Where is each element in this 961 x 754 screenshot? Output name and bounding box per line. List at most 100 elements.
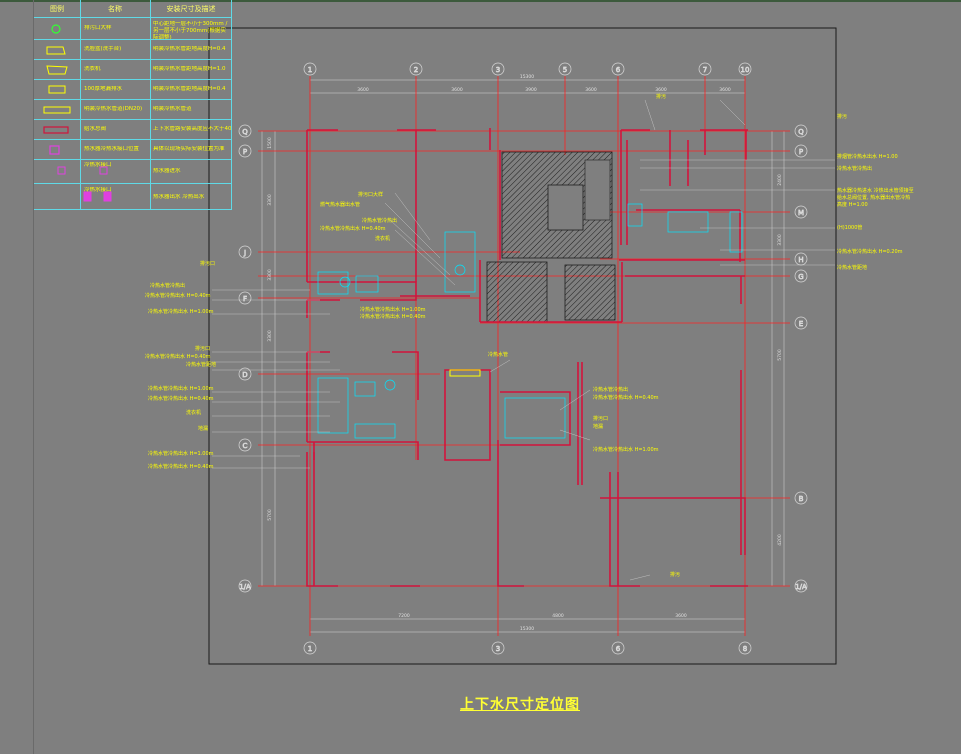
legend-row-1: 洗脸盆(洗手台) 明装冷热水管距地高度H=0.4 [34, 39, 232, 60]
outlet-pair-icon [83, 191, 112, 202]
grid-bubble-top-7: 7 [698, 62, 712, 76]
dim-bottom-1: 4800 [552, 613, 564, 619]
svg-text:8: 8 [743, 645, 747, 653]
ann-left-lower-4: 冷热水管冷热出水 H=0.40m [148, 395, 214, 402]
grid-bubble-bottom-6: 6 [611, 641, 625, 655]
ann-left-lower-6: 地漏 [198, 425, 208, 432]
ann-center-left-0: 冷热水管冷热出 [362, 217, 397, 224]
ann-left-upper-1: 冷热水管冷热出 [150, 282, 185, 289]
svg-text:G: G [798, 273, 803, 281]
svg-text:7: 7 [703, 66, 707, 74]
grid-bubble-bottom-1: 1 [303, 641, 317, 655]
legend-row-2: 洗衣机 明装冷热水管距地高度H=1.0 [34, 59, 232, 80]
dim-top-4: 3600 [655, 87, 667, 93]
svg-text:3: 3 [496, 66, 500, 74]
ann-right-3: 热水器冷热进水 冷热出水管须接至 [837, 187, 914, 194]
ann-misc-2: 排污 [670, 571, 680, 578]
ann-center-left-4: 冷热水管冷热出水 H=0.40m [360, 313, 426, 320]
svg-text:1/A: 1/A [795, 583, 807, 591]
floor-drain-icon [48, 85, 66, 94]
legend-row-3: 100厚地漏排水 明装冷热水管距地高度H=0.4 [34, 79, 232, 100]
walls [306, 128, 748, 587]
grid-bubble-top-2: 2 [409, 62, 423, 76]
pipe-icon [43, 106, 71, 114]
ann-center-lower-1: 冷热水管冷热出水 H=0.40m [593, 394, 659, 401]
dim-top-0: 3600 [357, 87, 369, 93]
grid-bubble-right-G: G [794, 269, 808, 283]
dim-right-2: 5700 [777, 349, 783, 361]
grid-bubble-left-F: F [238, 291, 252, 305]
svg-text:3: 3 [496, 645, 500, 653]
dim-left-0: 1500 [267, 137, 273, 149]
ann-misc-1: 冷热水管 [488, 351, 508, 358]
ann-left-lower-5: 洗衣机 [186, 409, 201, 416]
grid-bubble-top-3: 3 [491, 62, 505, 76]
legend-row-7: 热水器进水 冷热水接口 [34, 159, 232, 184]
ann-right-6: (H)1000管 [837, 224, 862, 231]
ann-right-7: 冷热水管冷热出水 H=0.20m [837, 248, 903, 255]
svg-text:F: F [243, 295, 247, 303]
svg-text:6: 6 [616, 645, 621, 653]
left-border-line [33, 0, 34, 754]
grid-bubble-left-J: J [238, 245, 252, 259]
dim-right-3: 4200 [777, 534, 783, 546]
grid-bubble-top-1: 1 [303, 62, 317, 76]
dim-left-2: 3300 [267, 269, 273, 281]
dim-left-1: 3300 [267, 194, 273, 206]
annotations: 排污口大样 燃气热水器出水管 冷热水管冷热出 冷热水管冷热出水 H=0.40m … [145, 93, 914, 578]
dim-bottom-total: 15300 [520, 626, 534, 632]
grid-bubble-right-M: M [794, 205, 808, 219]
ann-center-left-3: 冷热水管冷热出水 H=1.00m [360, 306, 426, 313]
dim-top-1: 3600 [451, 87, 463, 93]
dim-bottom-2: 3600 [675, 613, 687, 619]
svg-text:10: 10 [741, 66, 750, 74]
ann-left-lower-0: 排污口 [195, 345, 210, 352]
ann-left-upper-0: 排污口 [200, 260, 215, 267]
svg-text:H: H [798, 256, 803, 264]
svg-text:E: E [799, 320, 803, 328]
grid-bubble-right-1A: 1/A [794, 579, 807, 593]
legend-table: 图例 名称 安装尺寸及描述 排污口大样 中心距地一层不小于300mm / 另一层… [34, 0, 232, 210]
legend-row-0: 排污口大样 中心距地一层不小于300mm / 另一层不小于700mm(根据实际调… [34, 17, 232, 41]
svg-text:P: P [799, 148, 803, 156]
grid-bubble-left-P: P [238, 144, 252, 158]
grid-bubble-left-Q: Q [238, 124, 252, 138]
ann-misc-0: 排污 [656, 93, 666, 100]
ann-right-5: 高度 H=1.00 [837, 201, 868, 208]
ann-left-upper-3: 冷热水管冷热出水 H=1.00m [148, 308, 214, 315]
dim-top-2: 3900 [525, 87, 537, 93]
grid-bubble-top-10: 10 [738, 62, 752, 76]
ann-center-left-1: 冷热水管冷热出水 H=0.40m [320, 225, 386, 232]
dim-top-3: 3600 [585, 87, 597, 93]
drawing-title: 上下水尺寸定位图 [460, 697, 580, 713]
dimension-text: 3600 3600 3900 3600 3600 3600 15300 7200… [267, 74, 783, 632]
svg-text:Q: Q [798, 128, 804, 136]
grid-bubble-top-6: 6 [611, 62, 625, 76]
ann-left-lower-2: 冷热水管距地 [186, 361, 216, 368]
ann-kitchen-0: 排污口大样 [358, 191, 383, 198]
basin-icon [46, 65, 68, 75]
svg-text:2: 2 [414, 66, 418, 74]
heater-connector-icon [49, 145, 60, 155]
svg-text:J: J [243, 249, 246, 257]
grid-bubble-left-1A: 1/A [238, 579, 251, 593]
svg-text:1: 1 [308, 66, 312, 74]
legend-header-desc: 安装尺寸及描述 [166, 5, 216, 13]
legend-row-6: 热水器冷热水接口位置 具体以现场实际安装位置为准 [34, 139, 232, 160]
dim-left-4: 5700 [267, 509, 273, 521]
svg-text:C: C [243, 442, 248, 450]
grid-bubble-right-Q: Q [794, 124, 808, 138]
grid-bubble-left-D: D [238, 367, 252, 381]
ann-left-lower-7: 冷热水管冷热出水 H=1.00m [148, 450, 214, 457]
washer-highlight [449, 369, 481, 377]
fixtures [317, 203, 743, 439]
ann-right-0: 排污 [837, 113, 847, 120]
ann-center-lower-4: 冷热水管冷热出水 H=1.00m [593, 446, 659, 453]
legend-header-name: 名称 [108, 5, 122, 13]
ann-right-8: 冷热水管距地 [837, 264, 867, 271]
ann-left-upper-2: 冷热水管冷热出水 H=0.40m [145, 292, 211, 299]
svg-text:Q: Q [242, 128, 248, 136]
top-border-line [0, 0, 961, 2]
svg-text:5: 5 [563, 66, 567, 74]
